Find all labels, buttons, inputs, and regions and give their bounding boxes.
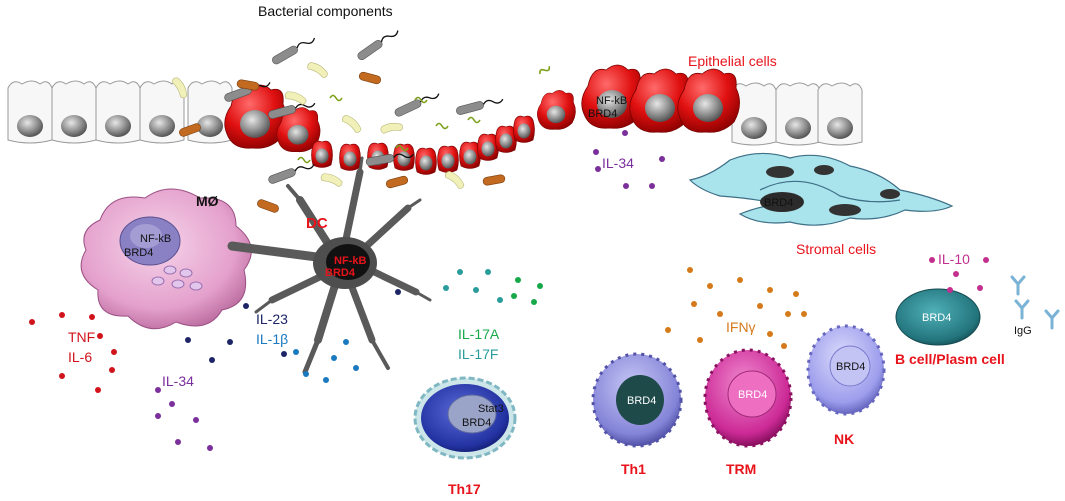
dendritic-cell [227, 156, 432, 375]
label-th1: Th1 [621, 461, 646, 477]
label-il23: IL-23 [256, 311, 288, 327]
label-dc: DC [306, 215, 328, 232]
label-th17: Th17 [448, 481, 481, 497]
stromal-cells [688, 152, 954, 226]
th17-stat3: Stat3 [478, 403, 504, 415]
th1-brd4: BRD4 [627, 395, 656, 407]
b-cell [895, 288, 981, 346]
label-il17f: IL-17F [458, 346, 498, 362]
dc-brd4: BRD4 [325, 267, 356, 279]
label-ifng: IFNγ [726, 319, 756, 335]
labels: Bacterial components Epithelial cells NF… [68, 3, 1032, 497]
label-igg: IgG [1014, 325, 1032, 337]
label-nk: NK [834, 431, 854, 447]
nk-brd4: BRD4 [836, 361, 865, 373]
epithelium-right [731, 82, 863, 146]
label-il17a: IL-17A [458, 326, 500, 342]
label-epithelial-cells: Epithelial cells [688, 53, 777, 69]
label-il34-top: IL-34 [602, 155, 634, 171]
title: Bacterial components [258, 3, 393, 19]
epithelium-left [7, 80, 233, 144]
bcell-brd4: BRD4 [922, 312, 951, 324]
label-il34-left: IL-34 [162, 373, 194, 389]
label-bcell: B cell/Plasm cell [895, 351, 1005, 367]
label-macrophage: MØ [196, 193, 219, 209]
label-il6: IL-6 [68, 349, 92, 365]
label-stromal-cells: Stromal cells [796, 241, 876, 257]
macrophage-nfkb: NF-kB [140, 233, 171, 245]
dc-nfkb: NF-kB [334, 255, 366, 267]
epithelial-brd4: BRD4 [588, 108, 617, 120]
th17-cell [413, 376, 517, 460]
trm-cell [703, 348, 793, 448]
stromal-brd4: BRD4 [764, 197, 793, 209]
label-trm: TRM [726, 461, 756, 477]
epithelial-nfkb: NF-kB [596, 95, 627, 107]
label-il10: IL-10 [938, 251, 970, 267]
cytokine-dots [29, 130, 989, 451]
th17-brd4: BRD4 [462, 417, 491, 429]
trm-brd4: BRD4 [738, 389, 767, 401]
antibodies [1010, 275, 1060, 330]
nk-cell [806, 324, 886, 416]
label-il1b: IL-1β [256, 331, 288, 347]
label-tnf: TNF [68, 329, 95, 345]
macrophage-brd4: BRD4 [124, 247, 153, 259]
th1-cell [591, 352, 683, 448]
macrophage [80, 188, 252, 330]
